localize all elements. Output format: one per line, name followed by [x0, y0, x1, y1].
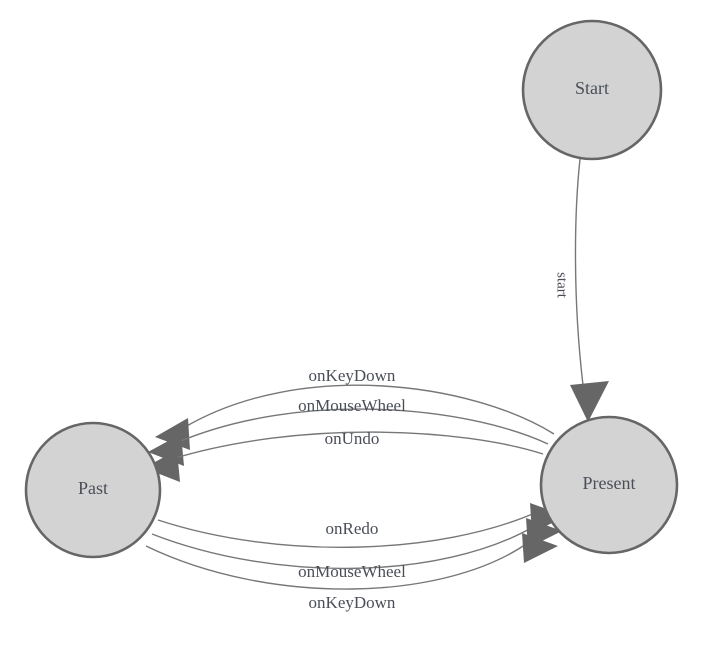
arrowhead-start-present — [570, 381, 609, 422]
edge-present-to-past-onundo[interactable]: onUndo — [144, 429, 544, 482]
node-past-label: Past — [78, 478, 108, 498]
edge-path-past-present-2 — [151, 526, 534, 570]
node-start-label: Start — [575, 78, 609, 98]
edge-label-top-1: onKeyDown — [309, 366, 396, 385]
edge-path-past-present-1 — [157, 511, 538, 549]
edge-path-present-past-3 — [171, 431, 544, 460]
edge-label-start: start — [554, 272, 570, 299]
edge-path-past-present-3 — [145, 541, 530, 590]
node-present-circle — [539, 415, 679, 555]
edge-past-to-present-onkeydown[interactable]: onKeyDown — [145, 533, 558, 612]
arrowhead-present-past-3 — [144, 450, 180, 482]
edge-label-bottom-3: onKeyDown — [309, 593, 396, 612]
edge-path-present-past-1 — [184, 384, 555, 435]
node-present[interactable]: Present — [539, 415, 679, 555]
edge-label-top-3: onUndo — [325, 429, 380, 448]
node-past[interactable]: Past — [24, 421, 162, 559]
node-present-label: Present — [583, 473, 636, 493]
arrowhead-past-present-3 — [522, 533, 558, 563]
edge-label-bottom-1: onRedo — [326, 519, 379, 538]
edge-path-present-past-2 — [175, 408, 549, 445]
edge-path-start-present — [574, 158, 584, 386]
node-past-circle — [24, 421, 162, 559]
node-start-circle — [521, 19, 663, 161]
edge-label-bottom-2: onMouseWheel — [298, 562, 406, 581]
node-start[interactable]: Start — [521, 19, 663, 161]
edge-label-top-2: onMouseWheel — [298, 396, 406, 415]
edge-start-to-present[interactable]: start — [554, 158, 609, 422]
